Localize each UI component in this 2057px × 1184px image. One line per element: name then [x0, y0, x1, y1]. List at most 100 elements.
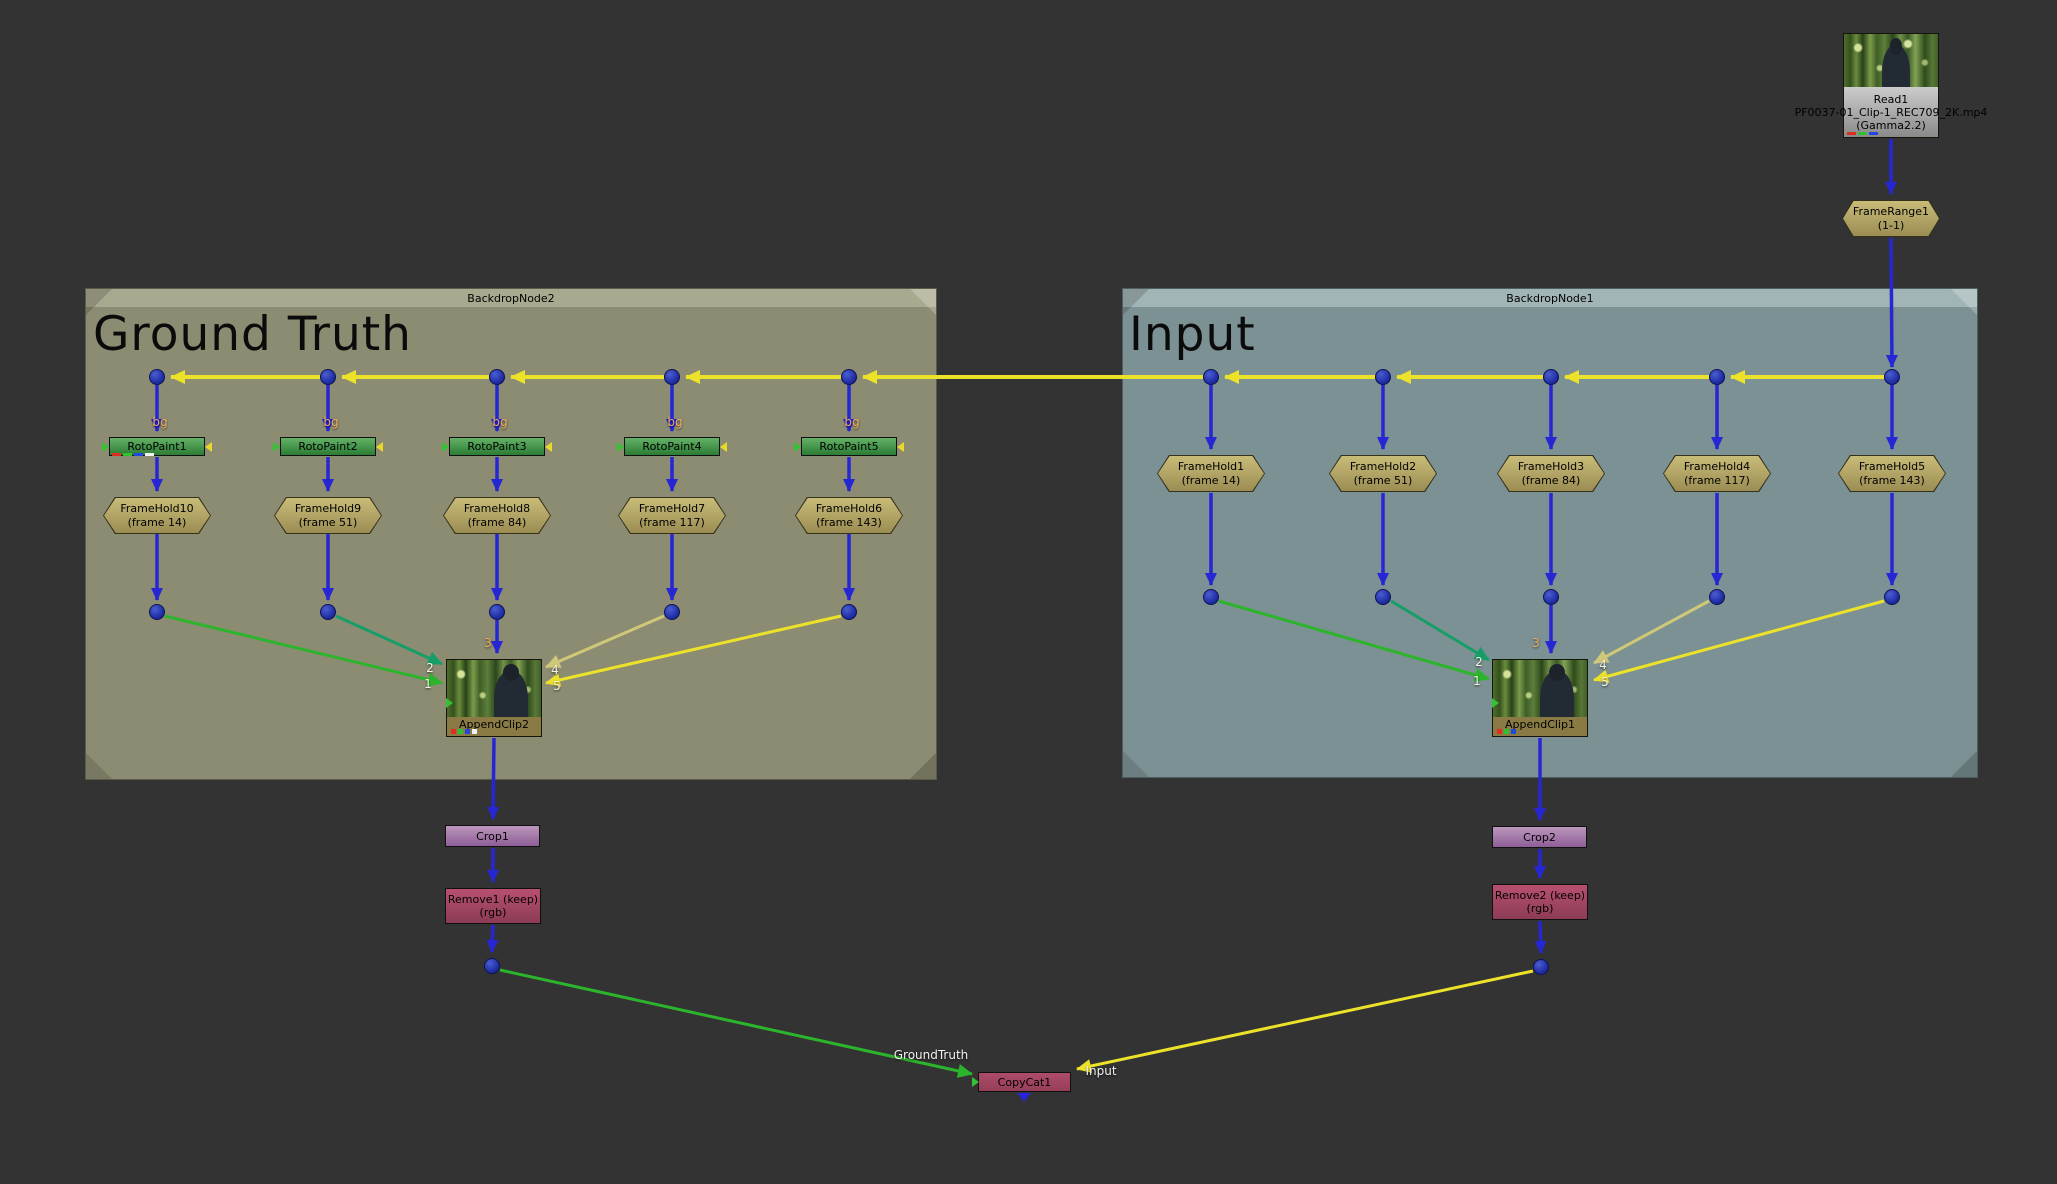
- node-label: Remove2 (keep): [1494, 889, 1586, 902]
- read1-thumbnail: [1844, 34, 1938, 89]
- node-label: RotoPaint4: [642, 440, 702, 453]
- backdrop-corner-fold[interactable]: [1951, 751, 1977, 777]
- framehold-frame: (frame 84): [467, 515, 527, 529]
- node-label: AppendClip2: [459, 718, 529, 731]
- appendclip2-node[interactable]: AppendClip2: [446, 659, 542, 737]
- dot-node[interactable]: [320, 369, 336, 385]
- person-silhouette: [1540, 664, 1574, 717]
- dot-node[interactable]: [841, 369, 857, 385]
- channel-indicator: [1847, 132, 1878, 135]
- crop2-node[interactable]: Crop2: [1492, 826, 1587, 848]
- backdrop-title: BackdropNode2: [467, 291, 555, 305]
- dot-node[interactable]: [664, 369, 680, 385]
- rotopaint1-node[interactable]: RotoPaint1: [102, 437, 212, 456]
- dot-node[interactable]: [1884, 589, 1900, 605]
- dot-node[interactable]: [149, 369, 165, 385]
- dot-node[interactable]: [489, 604, 505, 620]
- node-label: Crop2: [1523, 830, 1556, 844]
- dot-node[interactable]: [664, 604, 680, 620]
- framerange1-node[interactable]: FrameRange1 (1-1): [1842, 200, 1940, 237]
- copycat1-node[interactable]: CopyCat1: [972, 1072, 1071, 1092]
- framehold-frame: (frame 14): [127, 515, 187, 529]
- remove1-node[interactable]: Remove1 (keep) (rgb): [445, 888, 541, 924]
- dot-node[interactable]: [1533, 959, 1549, 975]
- framehold-frame: (frame 143): [1859, 473, 1925, 487]
- node-label: Remove1 (keep): [447, 893, 539, 906]
- copycat-output-stub[interactable]: [1017, 1093, 1031, 1102]
- node-label: FrameHold10: [120, 501, 194, 515]
- bg-port-label: bg: [152, 415, 168, 429]
- node-label: FrameHold1: [1177, 459, 1245, 473]
- backdrop-title: BackdropNode1: [1506, 291, 1594, 305]
- rotopaint2-node[interactable]: RotoPaint2: [273, 437, 383, 456]
- append-input-label-1: 1: [1473, 674, 1481, 688]
- rotopaint3-node[interactable]: RotoPaint3: [442, 437, 552, 456]
- dot-node[interactable]: [1543, 369, 1559, 385]
- dot-node[interactable]: [320, 604, 336, 620]
- node-label: FrameHold3: [1517, 459, 1585, 473]
- dot-node[interactable]: [484, 958, 500, 974]
- node-label: CopyCat1: [997, 1075, 1052, 1089]
- remove-channels: (rgb): [1526, 902, 1554, 915]
- node-label: FrameHold7: [638, 501, 706, 515]
- framehold4-node[interactable]: FrameHold4(frame 117): [1663, 455, 1771, 492]
- node-label: RotoPaint1: [127, 440, 187, 453]
- rotopaint4-node[interactable]: RotoPaint4: [617, 437, 727, 456]
- bg-port-label: bg: [667, 415, 683, 429]
- node-label: FrameHold2: [1349, 459, 1417, 473]
- mask-input-port[interactable]: [1492, 698, 1504, 708]
- dot-node[interactable]: [1884, 369, 1900, 385]
- dot-node[interactable]: [1203, 589, 1219, 605]
- framehold7-node[interactable]: FrameHold7(frame 117): [618, 497, 726, 534]
- read1-colorspace: (Gamma2.2): [1856, 119, 1926, 132]
- dot-node[interactable]: [149, 604, 165, 620]
- framehold3-node[interactable]: FrameHold3(frame 84): [1497, 455, 1605, 492]
- dot-node[interactable]: [1375, 589, 1391, 605]
- appendclip2-thumbnail: [447, 660, 541, 717]
- remove-channels: (rgb): [479, 906, 507, 919]
- dot-node[interactable]: [489, 369, 505, 385]
- node-label: Read1: [1873, 93, 1909, 106]
- copycat-groundtruth-input-label: GroundTruth: [893, 1048, 969, 1062]
- dot-node[interactable]: [1543, 589, 1559, 605]
- framehold9-node[interactable]: FrameHold9(frame 51): [274, 497, 382, 534]
- framehold10-node[interactable]: FrameHold10(frame 14): [103, 497, 211, 534]
- dot-node[interactable]: [1203, 369, 1219, 385]
- framehold8-node[interactable]: FrameHold8(frame 84): [443, 497, 551, 534]
- node-label: FrameHold9: [294, 501, 362, 515]
- framehold6-node[interactable]: FrameHold6(frame 143): [795, 497, 903, 534]
- framehold2-node[interactable]: FrameHold2(frame 51): [1329, 455, 1437, 492]
- bg-port-label: bg: [844, 415, 860, 429]
- mask-input-port[interactable]: [446, 698, 458, 708]
- append-input-label-3: 3: [484, 636, 492, 650]
- crop1-node[interactable]: Crop1: [445, 825, 540, 847]
- framehold-frame: (frame 51): [298, 515, 358, 529]
- node-label: FrameRange1: [1852, 204, 1930, 218]
- node-label: RotoPaint3: [467, 440, 527, 453]
- backdrop-label: Input: [1129, 307, 1256, 362]
- dot-node[interactable]: [1709, 369, 1725, 385]
- rotopaint5-node[interactable]: RotoPaint5: [794, 437, 904, 456]
- backdrop-label: Ground Truth: [93, 307, 412, 362]
- read1-body: Read1 PF0037-01_Clip-1_REC709_2K.mp4 (Ga…: [1795, 87, 1987, 137]
- appendclip1-node[interactable]: AppendClip1: [1492, 659, 1588, 737]
- backdrop-corner-fold: [86, 753, 112, 779]
- backdrop-corner-fold[interactable]: [910, 753, 936, 779]
- channel-indicator: [1497, 729, 1516, 734]
- dot-node[interactable]: [1709, 589, 1725, 605]
- dot-node[interactable]: [1375, 369, 1391, 385]
- framehold-frame: (frame 117): [639, 515, 705, 529]
- dot-node[interactable]: [841, 604, 857, 620]
- node-label: FrameHold4: [1683, 459, 1751, 473]
- framehold1-node[interactable]: FrameHold1(frame 14): [1157, 455, 1265, 492]
- append-input-label-4: 4: [551, 663, 559, 677]
- append-input-label-5: 5: [1601, 675, 1609, 689]
- append-input-label-2: 2: [426, 661, 434, 675]
- backdrop-titlebar[interactable]: BackdropNode1: [1123, 289, 1977, 307]
- framehold-frame: (frame 143): [816, 515, 882, 529]
- backdrop-titlebar[interactable]: BackdropNode2: [86, 289, 936, 307]
- remove2-node[interactable]: Remove2 (keep) (rgb): [1492, 884, 1588, 920]
- read1-node[interactable]: Read1 PF0037-01_Clip-1_REC709_2K.mp4 (Ga…: [1795, 33, 1987, 138]
- framehold5-node[interactable]: FrameHold5(frame 143): [1838, 455, 1946, 492]
